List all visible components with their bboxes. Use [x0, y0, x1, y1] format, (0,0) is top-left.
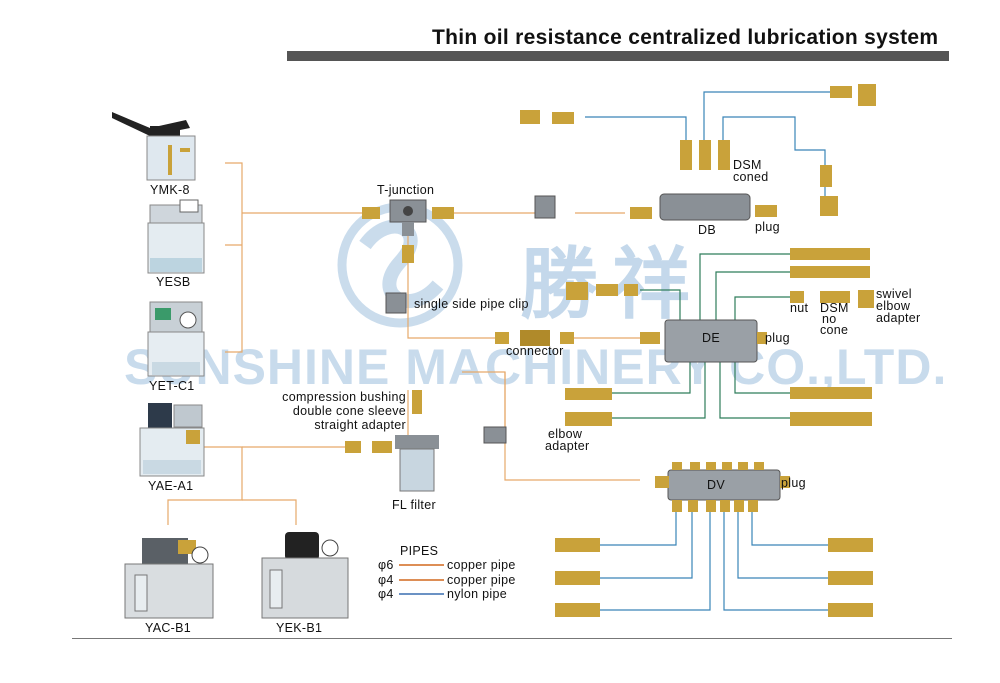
swivel-label-2: elbow — [876, 299, 911, 313]
pipe-name-3: nylon pipe — [447, 587, 507, 601]
de-distributor-icon — [565, 248, 874, 426]
connector-icon — [495, 330, 574, 346]
pump-label-ymk8: YMK-8 — [150, 183, 190, 197]
pipe-size-2: φ4 — [378, 573, 394, 587]
pump-yekb1-icon — [261, 532, 349, 619]
bottom-divider — [72, 638, 952, 639]
pump-yaea1-icon — [139, 403, 205, 477]
connector-label: connector — [506, 344, 564, 358]
title-underline — [287, 51, 949, 61]
elbow-adapter-label-1: elbow — [548, 427, 583, 441]
pipe-name-2: copper pipe — [447, 573, 516, 587]
fl-filter-label: FL filter — [392, 498, 436, 512]
green-lines — [612, 253, 790, 419]
pump-label-yacb1: YAC-B1 — [145, 621, 192, 635]
db-distributor-icon — [520, 84, 876, 221]
plug-label-de: plug — [765, 331, 790, 345]
t-junction-label: T-junction — [377, 183, 435, 197]
t-junction-icon — [362, 199, 454, 263]
dv-distributor-icon — [555, 462, 873, 617]
pipe-size-1: φ6 — [378, 558, 394, 572]
dsm-nocone-label-3: cone — [820, 323, 849, 337]
page-title: Thin oil resistance centralized lubricat… — [432, 26, 939, 49]
pump-label-yetc1: YET-C1 — [149, 379, 195, 393]
watermark-english: SUNSHINE MACHINERY CO.,LTD. — [124, 339, 948, 395]
pump-copper-lines — [167, 162, 660, 525]
plug-label-dv: plug — [781, 476, 806, 490]
pipes-heading: PIPES — [400, 544, 439, 558]
nut-label: nut — [790, 301, 809, 315]
pump-label-yaea1: YAE-A1 — [148, 479, 194, 493]
pipe-clip-icon — [385, 195, 556, 444]
pump-label-yekb1: YEK-B1 — [276, 621, 323, 635]
plug-label-db: plug — [755, 220, 780, 234]
pipes-legend-lines — [399, 564, 444, 595]
elbow-adapter-label-2: adapter — [545, 439, 590, 453]
pump-yesb-icon — [147, 199, 205, 274]
pipe-size-3: φ4 — [378, 587, 394, 601]
dsm-coned-label-2: coned — [733, 170, 769, 184]
fl-filter-icon — [345, 390, 439, 492]
pipe-clip-label: single side pipe clip — [414, 297, 529, 311]
swivel-label-1: swivel — [876, 287, 912, 301]
compression-bushing-label: compression bushing — [282, 390, 406, 404]
db-label: DB — [698, 223, 716, 237]
de-label: DE — [702, 331, 720, 345]
pump-yacb1-icon — [124, 538, 214, 619]
dsm-nocone-label-1: DSM — [820, 301, 849, 315]
dsm-coned-label-1: DSM — [733, 158, 762, 172]
swivel-label-3: adapter — [876, 311, 921, 325]
pump-ymk8-icon — [112, 112, 196, 181]
dsm-nocone-label-2: no — [822, 312, 837, 326]
pipe-name-1: copper pipe — [447, 558, 516, 572]
straight-adapter-label: straight adapter — [314, 418, 406, 432]
dv-label: DV — [707, 478, 725, 492]
pump-label-yesb: YESB — [156, 275, 191, 289]
double-cone-sleeve-label: double cone sleeve — [292, 404, 406, 418]
pump-yetc1-icon — [147, 301, 205, 377]
